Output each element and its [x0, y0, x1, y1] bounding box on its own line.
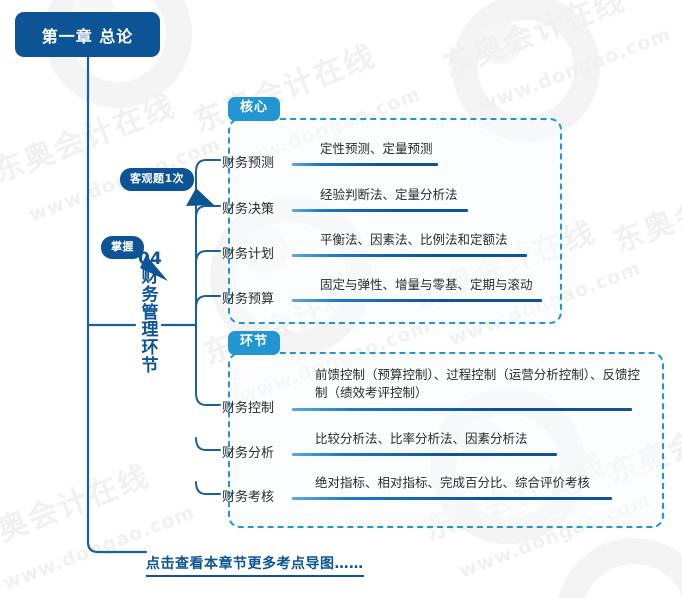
leaf-label: 财务控制 [222, 401, 275, 416]
leaf-label: 财务考核 [222, 490, 275, 505]
leaf-label: 财务计划 [222, 247, 275, 262]
leaf-underline [292, 163, 438, 166]
more-mindmaps-link[interactable]: 点击查看本章节更多考点导图…… [146, 553, 364, 577]
group-tab-core[interactable]: 核心 [228, 97, 281, 121]
leaf-label: 财务决策 [222, 202, 275, 217]
leaf-underline [292, 299, 542, 302]
leaf-label: 财务预测 [222, 156, 275, 171]
stem-char: 财 [141, 266, 159, 287]
leaf-detail: 经验判断法、定量分析法 [320, 187, 458, 202]
leaf-underline [292, 453, 557, 456]
leaf-detail: 平衡法、因素法、比例法和定额法 [320, 232, 508, 247]
page-title: 第一章 总论 [41, 26, 134, 46]
leaf-detail: 绝对指标、相对指标、完成百分比、综合评价考核 [315, 475, 591, 490]
callout-mastery[interactable]: 掌握 [101, 236, 144, 260]
leaf-detail: 前馈控制（预算控制）、过程控制（运营分析控制）、反馈控制（绩效考评控制） [315, 367, 641, 401]
leaf-label: 财务分析 [222, 446, 275, 461]
leaf-detail: 比较分析法、比率分析法、因素分析法 [315, 431, 528, 446]
chapter-title-node[interactable]: 第一章 总论 [15, 12, 160, 57]
leaf-underline [292, 497, 612, 500]
leaf-detail: 固定与弹性、增量与零基、定期与滚动 [320, 277, 533, 292]
leaf-underline [292, 209, 468, 212]
stem-node-04[interactable]: 04 财 务 管 理 环 节 [138, 250, 162, 377]
group-tab-link[interactable]: 环节 [228, 331, 281, 355]
leaf-label: 财务预算 [222, 292, 275, 307]
stem-char: 理 [141, 320, 159, 341]
leaf-detail: 定性预测、定量预测 [320, 141, 433, 156]
leaf-underline [292, 254, 527, 257]
stem-char: 务 [141, 284, 159, 305]
stem-char: 环 [141, 338, 159, 359]
leaf-underline [292, 408, 632, 411]
stem-char: 管 [141, 302, 159, 323]
callout-objective-question[interactable]: 客观题1次 [120, 168, 195, 192]
stem-char: 节 [141, 356, 159, 377]
